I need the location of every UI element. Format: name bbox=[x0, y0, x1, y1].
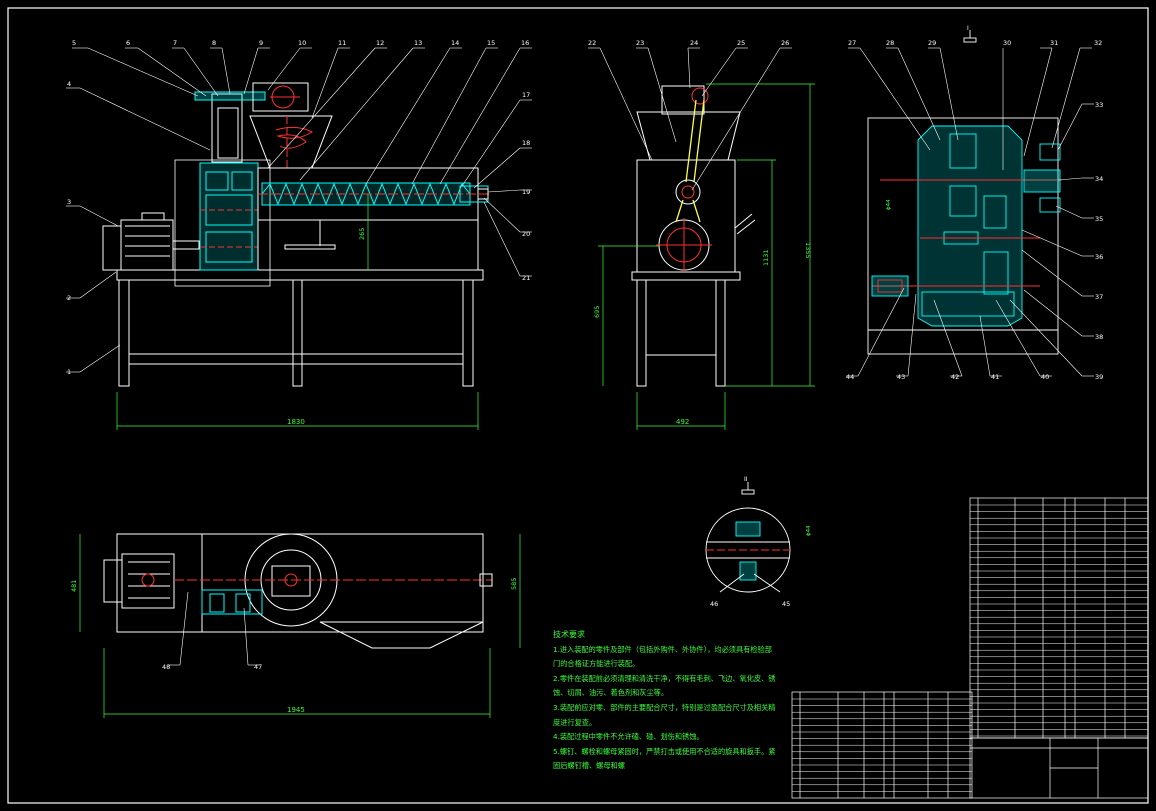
svg-text:37: 37 bbox=[1095, 293, 1103, 301]
svg-text:12: 12 bbox=[376, 39, 384, 47]
detail-view bbox=[705, 482, 791, 593]
svg-text:6: 6 bbox=[126, 39, 130, 47]
svg-text:9: 9 bbox=[259, 39, 263, 47]
dim-plan-length: 1945 bbox=[287, 706, 305, 714]
svg-text:27: 27 bbox=[848, 39, 856, 47]
dim-front-length: 1830 bbox=[287, 418, 305, 426]
front-view bbox=[102, 82, 490, 387]
part-number-45: 45 bbox=[782, 600, 790, 608]
svg-text:41: 41 bbox=[991, 373, 999, 381]
notes-line: 1.进入装配的零件及部件（包括外购件、外协件），均必须具有检验部 bbox=[553, 644, 772, 654]
svg-text:8: 8 bbox=[212, 39, 216, 47]
svg-text:13: 13 bbox=[414, 39, 422, 47]
notes-line: 蚀、切屑、油污、着色剂和灰尘等。 bbox=[553, 688, 669, 698]
detail-dim-label: ϕ44 bbox=[806, 525, 812, 536]
svg-text:5: 5 bbox=[72, 39, 76, 47]
svg-text:21: 21 bbox=[522, 274, 530, 282]
svg-text:15: 15 bbox=[487, 39, 495, 47]
gearbox-part-numbers: 27 28 29 30 31 32 33 34 35 36 37 38 39 4… bbox=[846, 39, 1103, 381]
svg-text:34: 34 bbox=[1095, 175, 1103, 183]
svg-text:17: 17 bbox=[522, 91, 530, 99]
svg-text:38: 38 bbox=[1095, 333, 1103, 341]
front-dimensions bbox=[116, 194, 479, 430]
part-number-48: 48 bbox=[162, 663, 170, 671]
svg-text:23: 23 bbox=[636, 39, 644, 47]
svg-text:2: 2 bbox=[67, 294, 71, 302]
svg-text:4: 4 bbox=[67, 80, 71, 88]
svg-text:35: 35 bbox=[1095, 215, 1103, 223]
svg-text:26: 26 bbox=[781, 39, 789, 47]
svg-text:16: 16 bbox=[521, 39, 529, 47]
svg-text:42: 42 bbox=[951, 373, 959, 381]
svg-text:22: 22 bbox=[588, 39, 596, 47]
svg-text:10: 10 bbox=[298, 39, 306, 47]
side-dimensions bbox=[598, 83, 815, 430]
parts-list-rows bbox=[792, 504, 1148, 792]
notes-line: 固后螺钉槽、螺母和螺 bbox=[553, 761, 625, 771]
front-part-numbers: 5 6 7 8 9 10 11 12 13 14 15 16 17 18 19 … bbox=[67, 39, 530, 376]
part-number-47: 47 bbox=[254, 663, 262, 671]
notes-line: 门的合格证方能进行装配。 bbox=[553, 659, 640, 669]
svg-text:3: 3 bbox=[67, 198, 71, 206]
parts-list bbox=[791, 497, 1149, 799]
dim-front-height: 265 bbox=[358, 228, 366, 240]
front-leaders bbox=[66, 47, 532, 373]
svg-text:33: 33 bbox=[1095, 101, 1103, 109]
detail-view-marker: II bbox=[744, 476, 748, 483]
svg-text:32: 32 bbox=[1094, 39, 1102, 47]
notes-line: 4.装配过程中零件不允许磕、碰、划伤和锈蚀。 bbox=[553, 732, 704, 742]
technical-notes: 技术要求 1.进入装配的零件及部件（包括外购件、外协件），均必须具有检验部 门的… bbox=[553, 628, 793, 774]
svg-text:43: 43 bbox=[897, 373, 905, 381]
sheet-border bbox=[7, 7, 1149, 804]
svg-text:36: 36 bbox=[1095, 253, 1103, 261]
dim-side-height-total: 1355 bbox=[804, 242, 812, 259]
gearbox-dim-label: ϕ44 bbox=[886, 199, 892, 210]
dim-side-height-mid: 1131 bbox=[762, 249, 770, 266]
dim-side-width: 492 bbox=[676, 418, 689, 426]
svg-text:14: 14 bbox=[451, 39, 459, 47]
gearbox-leaders bbox=[846, 47, 1094, 377]
gearbox-view-marker: I bbox=[967, 25, 969, 32]
svg-text:1: 1 bbox=[67, 368, 71, 376]
svg-text:7: 7 bbox=[173, 39, 177, 47]
svg-text:20: 20 bbox=[522, 230, 530, 238]
svg-text:29: 29 bbox=[928, 39, 936, 47]
notes-title: 技术要求 bbox=[553, 630, 585, 639]
svg-text:24: 24 bbox=[690, 39, 698, 47]
dim-plan-width: 585 bbox=[510, 578, 518, 590]
notes-line: 2.零件在装配前必须清理和清洗干净，不得有毛刺、飞边、氧化皮、锈 bbox=[553, 673, 776, 683]
dim-side-height-leg: 695 bbox=[593, 306, 601, 318]
notes-line: 3.装配前应对零、部件的主要配合尺寸，特别是过盈配合尺寸及相关精 bbox=[553, 702, 776, 712]
plan-dimensions bbox=[79, 534, 521, 718]
svg-text:44: 44 bbox=[846, 373, 854, 381]
svg-text:25: 25 bbox=[737, 39, 745, 47]
part-number-46: 46 bbox=[710, 600, 718, 608]
gearbox-section bbox=[867, 30, 1062, 355]
notes-line: 度进行复查。 bbox=[553, 717, 597, 727]
side-leaders bbox=[588, 47, 792, 191]
svg-text:28: 28 bbox=[886, 39, 894, 47]
notes-line: 5.螺钉、螺栓和螺母紧固时，严禁打击或使用不合适的旋具和扳手。紧 bbox=[553, 746, 776, 756]
side-view bbox=[631, 85, 756, 387]
svg-text:31: 31 bbox=[1050, 39, 1058, 47]
plan-leaders bbox=[168, 591, 260, 666]
side-part-numbers: 22 23 24 25 26 bbox=[588, 39, 789, 47]
svg-text:19: 19 bbox=[522, 188, 530, 196]
svg-text:39: 39 bbox=[1095, 373, 1103, 381]
dim-plan-width-inner: 481 bbox=[70, 580, 78, 592]
svg-text:11: 11 bbox=[338, 39, 346, 47]
plan-view bbox=[103, 533, 493, 649]
svg-text:30: 30 bbox=[1003, 39, 1011, 47]
svg-text:18: 18 bbox=[522, 139, 530, 147]
svg-text:40: 40 bbox=[1041, 373, 1049, 381]
